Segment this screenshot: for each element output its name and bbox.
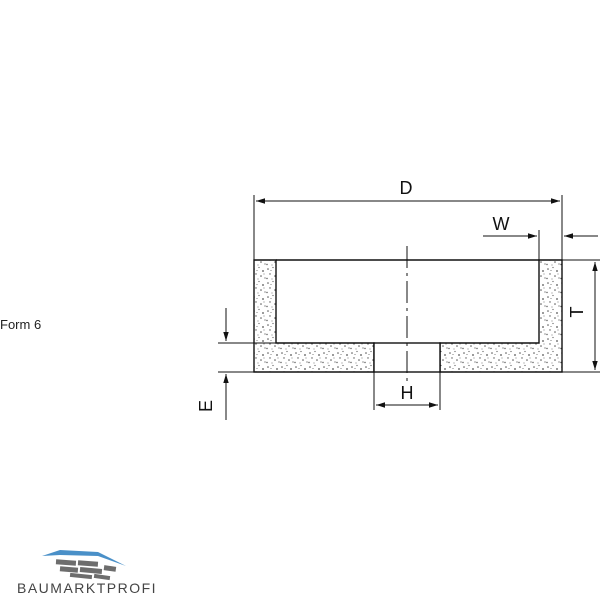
logo-wordmark: BAUMARKTPROFI	[17, 580, 158, 596]
logo-mark	[42, 550, 126, 581]
dimension-D: D	[253, 178, 563, 260]
cup-wheel	[253, 259, 563, 373]
dimension-H-label: H	[401, 383, 414, 403]
dimension-T: T	[562, 259, 600, 373]
roof-icon	[42, 550, 126, 566]
abrasive-section-right	[439, 259, 563, 373]
dimension-W-label: W	[493, 214, 510, 234]
abrasive-section-left	[253, 259, 375, 373]
dimension-T-label: T	[567, 307, 587, 318]
form-label: Form 6	[0, 317, 42, 332]
dimension-E-label: E	[196, 400, 216, 412]
dimension-D-label: D	[400, 178, 413, 198]
dimension-H: H	[373, 372, 441, 410]
dimension-W: W	[483, 214, 598, 262]
dimension-E: E	[196, 308, 276, 420]
bricks-icon	[55, 559, 117, 581]
